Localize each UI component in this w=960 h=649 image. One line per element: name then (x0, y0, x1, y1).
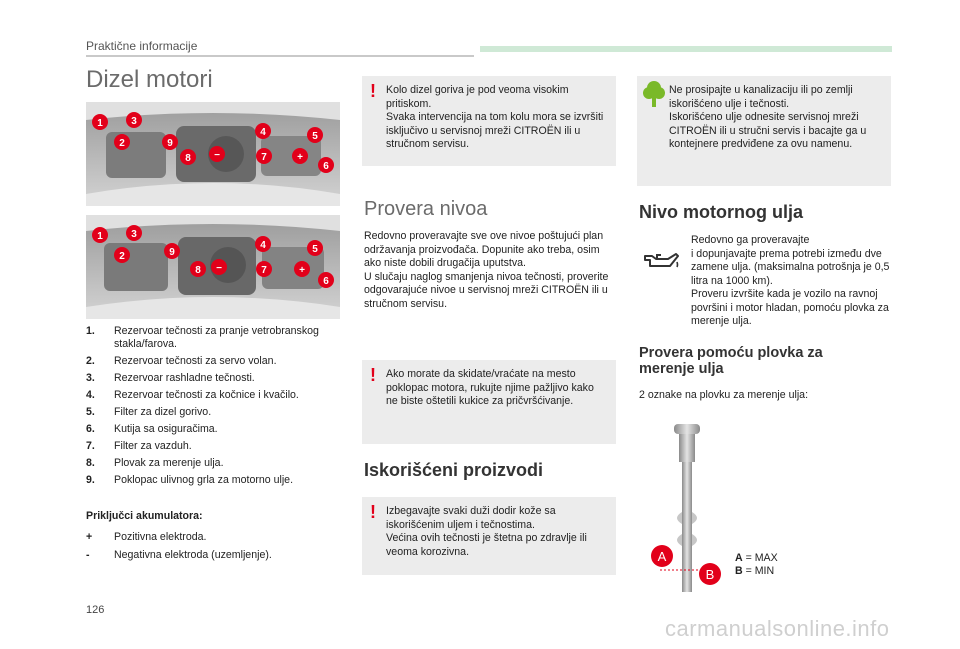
list-item: +Pozitivna elektroda. (86, 531, 207, 543)
warning-box-fuel-pressure: ! Kolo dizel goriva je pod veoma visokim… (362, 76, 616, 166)
label-minus: − (216, 263, 222, 274)
list-item: 4.Rezervoar tečnosti za kočnice i kvačil… (86, 389, 299, 401)
battery-heading: Priključci akumulatora: (86, 510, 203, 522)
page-number: 126 (86, 604, 105, 616)
warning-exclamation-icon: ! (370, 502, 376, 522)
label-minus: − (214, 150, 220, 161)
label-1: 1 (97, 231, 103, 242)
label-4: 4 (260, 127, 266, 138)
section-header: Praktične informacije (86, 39, 198, 53)
label-9: 9 (167, 138, 173, 149)
list-item: 9.Poklopac ulivnog grla za motorno ulje. (86, 474, 294, 486)
label-6: 6 (323, 276, 329, 287)
warning-box-hood: ! Ako morate da skidate/vraćate na mesto… (362, 360, 616, 444)
tree-icon (643, 81, 665, 107)
label-4: 4 (260, 240, 266, 251)
warning-exclamation-icon: ! (370, 365, 376, 385)
legend-min: B = MIN (735, 565, 775, 577)
section-title-oil-level: Nivo motornog ulja (639, 202, 803, 222)
oil-can-icon (644, 253, 679, 268)
label-9: 9 (169, 247, 175, 258)
legend-max: A = MAX (735, 552, 778, 564)
provera-text: Redovno proveravajte sve ove nivoe poštu… (364, 230, 609, 310)
label-6: 6 (323, 161, 329, 172)
list-item: -Negativna elektroda (uzemljenje). (86, 549, 272, 561)
warning-text: Izbegavajte svaki duži dodir kože sa isk… (386, 505, 587, 558)
environment-box: Ne prosipajte u kanalizaciju ili po zeml… (637, 76, 891, 186)
label-8: 8 (185, 153, 191, 164)
header-divider (86, 55, 474, 57)
list-item: 1.Rezervoar tečnosti za pranje vetrobran… (86, 325, 319, 350)
mark-b-label: B (706, 567, 715, 582)
mark-a-label: A (658, 549, 667, 564)
warning-exclamation-icon: ! (370, 81, 376, 101)
label-7: 7 (261, 152, 267, 163)
label-2: 2 (119, 138, 125, 149)
label-8: 8 (195, 265, 201, 276)
section-title-provera: Provera nivoa (364, 198, 488, 220)
label-1: 1 (97, 118, 103, 129)
warning-text: Ako morate da skidate/vraćate na mesto p… (386, 368, 594, 407)
list-item: 7.Filter za vazduh. (86, 440, 192, 452)
label-5: 5 (312, 244, 318, 255)
label-plus: + (297, 152, 303, 163)
oil-level-text: Redovno ga proveravajte i dopunjavajte p… (691, 234, 890, 327)
label-2: 2 (119, 251, 125, 262)
page-title: Dizel motori (86, 66, 213, 93)
watermark: carmanualsonline.info (665, 616, 890, 641)
battery-list: +Pozitivna elektroda. -Negativna elektro… (86, 531, 348, 567)
environment-text: Ne prosipajte u kanalizaciju ili po zeml… (669, 84, 867, 150)
dipstick-text: 2 oznake na plovku za merenje ulja: (639, 389, 809, 401)
warning-box-skin: ! Izbegavajte svaki duži dodir kože sa i… (362, 497, 616, 575)
dipstick-illustration: A B (651, 424, 721, 592)
subsection-title-dipstick: Provera pomoću plovka za merenje ulja (639, 345, 823, 377)
dipstick-legend: A = MAX B = MIN (735, 552, 778, 578)
warning-text: Kolo dizel goriva je pod veoma visokim p… (386, 84, 604, 150)
label-3: 3 (131, 229, 137, 240)
label-plus: + (299, 265, 305, 276)
list-item: 6.Kutija sa osiguračima. (86, 423, 218, 435)
engine-bay-image: 1 2 3 4 5 6 7 8 9 − + (86, 215, 340, 319)
list-item: 2.Rezervoar tečnosti za servo volan. (86, 355, 277, 367)
engine-bay-image: 1 2 3 4 5 6 7 8 9 − + (86, 102, 340, 206)
list-item: 5.Filter za dizel gorivo. (86, 406, 212, 418)
label-7: 7 (261, 265, 267, 276)
section-title-used-products: Iskorišćeni proizvodi (364, 460, 544, 480)
header-accent-bar (480, 46, 892, 52)
parts-list: 1.Rezervoar tečnosti za pranje vetrobran… (86, 325, 348, 491)
label-3: 3 (131, 116, 137, 127)
list-item: 3.Rezervoar rashladne tečnosti. (86, 372, 255, 384)
list-item: 8.Plovak za merenje ulja. (86, 457, 224, 469)
label-5: 5 (312, 131, 318, 142)
